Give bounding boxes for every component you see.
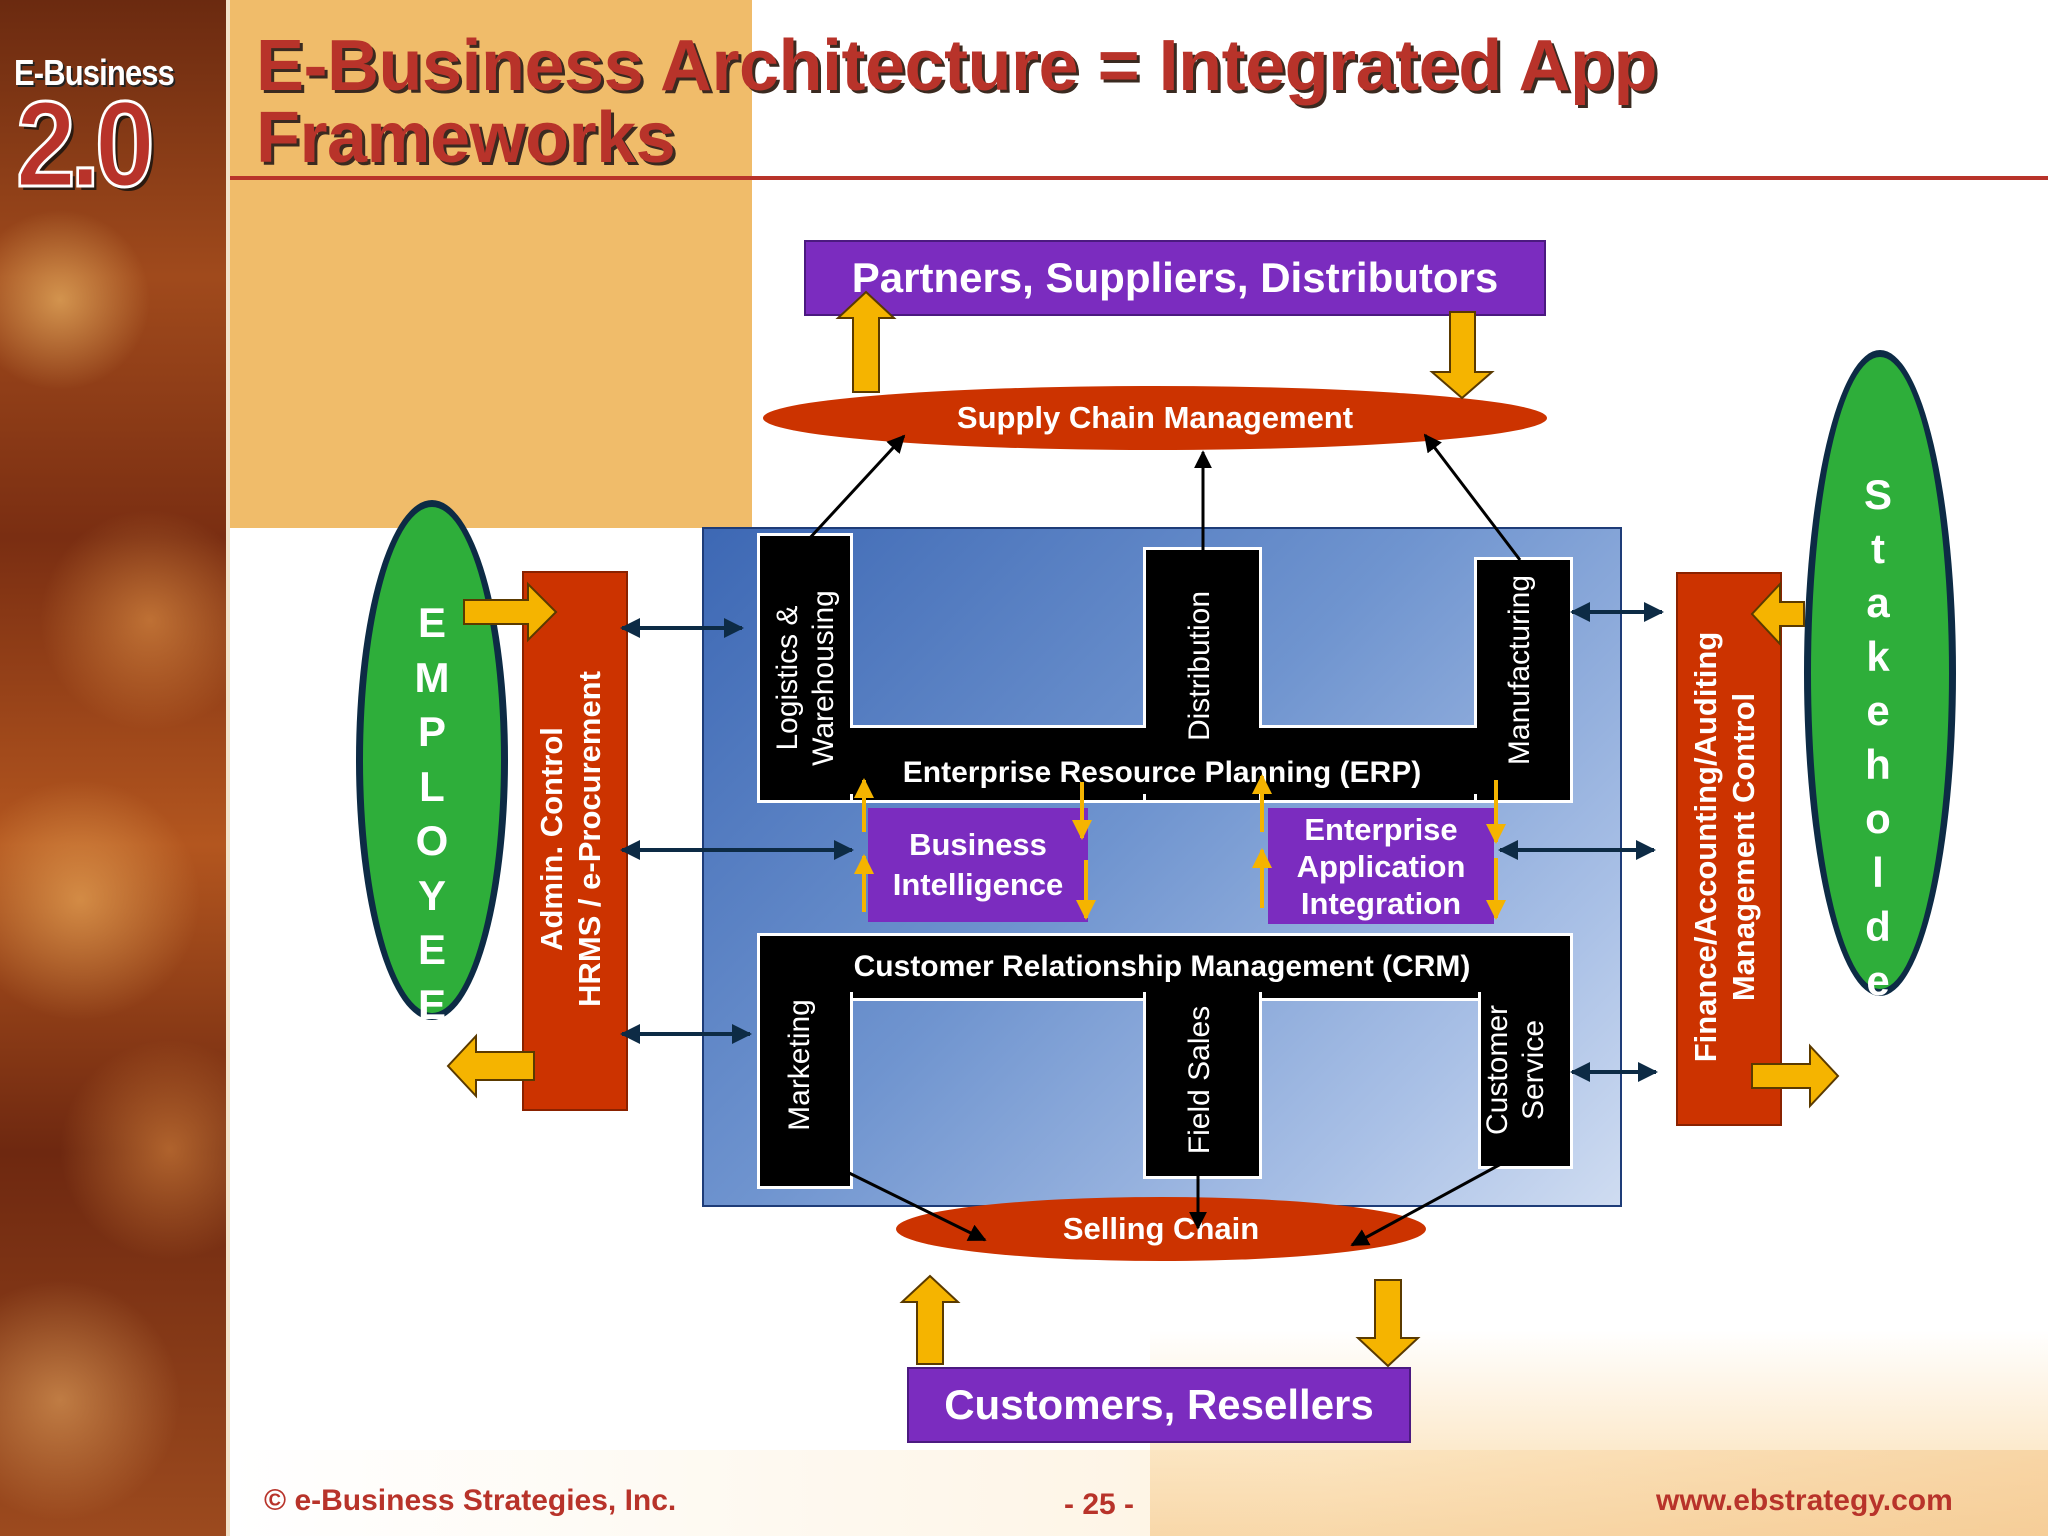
employee-letter: P xyxy=(417,708,446,755)
arrow-admin-to-employee xyxy=(446,1033,535,1099)
eai-line3: Integration xyxy=(1300,885,1462,921)
stakeholder-letter: h xyxy=(1865,741,1891,788)
decorative-tan-block xyxy=(230,0,752,528)
arrow-finance-to-stakeholder xyxy=(1751,1043,1840,1109)
footer-copyright: © e-Business Strategies, Inc. xyxy=(264,1484,677,1517)
bi-line2: Intelligence xyxy=(892,867,1064,902)
stakeholder-letter: e xyxy=(1866,687,1890,734)
employee-letter: E xyxy=(417,980,446,1027)
logo-ebusiness-text: E-Business xyxy=(14,52,175,93)
employee-letter: M xyxy=(414,653,450,701)
employee-letter: E xyxy=(417,599,446,646)
title-underline xyxy=(230,176,2048,180)
erp-col-fill-3 xyxy=(1477,560,1564,794)
footer-page-number: - 25 - xyxy=(1064,1488,1135,1521)
employee-letter: L xyxy=(419,762,445,810)
employee-letter: E xyxy=(417,926,446,973)
eai-line2: Application xyxy=(1296,848,1466,884)
sidebar-divider xyxy=(226,0,230,1536)
decorative-map-sidebar xyxy=(0,0,230,1536)
stakeholder-letter: k xyxy=(1866,633,1890,680)
footer-url: www.ebstrategy.com xyxy=(1656,1484,1953,1517)
customers-box: Customers, Resellers xyxy=(907,1367,1411,1443)
stakeholder-letters: S t a k e h o l d e xyxy=(1858,468,1898,1006)
employee-oval xyxy=(356,500,508,1020)
crm-col-fill-1 xyxy=(760,936,844,1180)
erp-label: Enterprise Resource Planning (ERP) xyxy=(902,756,1422,789)
stakeholder-letter: o xyxy=(1865,795,1891,842)
arrow-partners-to-scm xyxy=(1429,311,1495,400)
eai-line1: Enterprise xyxy=(1304,811,1458,847)
arrow-employee-to-admin xyxy=(463,581,558,643)
stakeholder-letter: a xyxy=(1866,579,1890,626)
logo-version-number: 2.0 xyxy=(15,76,156,212)
arrow-marketing-to-selling xyxy=(842,1168,987,1242)
stakeholder-letter: d xyxy=(1865,903,1891,950)
arrow-service-to-selling xyxy=(1350,1156,1513,1247)
crm-label: Customer Relationship Management (CRM) xyxy=(853,950,1471,983)
crm-col-fill-3 xyxy=(1481,936,1564,1160)
employee-letter: O xyxy=(415,817,449,864)
stakeholder-letter: e xyxy=(1866,957,1890,1004)
arrow-logistics-to-scm xyxy=(806,434,906,542)
employee-letter: Y xyxy=(417,871,446,919)
finance-box xyxy=(1676,572,1782,1126)
partners-box: Partners, Suppliers, Distributors xyxy=(804,240,1546,316)
eai-box: Enterprise Application Integration xyxy=(1268,808,1494,924)
slide-title: E-Business Architecture = Integrated App… xyxy=(256,26,1657,178)
arrow-selling-to-customers xyxy=(1355,1279,1421,1368)
business-intelligence-box: Business Intelligence xyxy=(868,808,1088,922)
stakeholder-letter: S xyxy=(1863,471,1892,518)
arrow-manufacturing-to-scm xyxy=(1423,433,1522,561)
employee-letters: E M P L O Y E E xyxy=(412,596,452,1026)
arrow-customers-to-selling xyxy=(899,1274,961,1365)
bi-line1: Business xyxy=(909,827,1047,862)
erp-col-fill-1 xyxy=(760,536,844,794)
decorative-footer-gradient xyxy=(230,1450,2048,1536)
stakeholder-oval xyxy=(1804,350,1956,996)
erp-col-fill-2 xyxy=(1146,550,1253,794)
arrow-scm-to-partners xyxy=(835,290,897,393)
arrow-stakeholder-to-finance xyxy=(1750,581,1805,647)
stakeholder-letter: l xyxy=(1872,849,1884,896)
stakeholder-letter: t xyxy=(1871,525,1885,572)
crm-col-fill-2 xyxy=(1146,936,1253,1170)
